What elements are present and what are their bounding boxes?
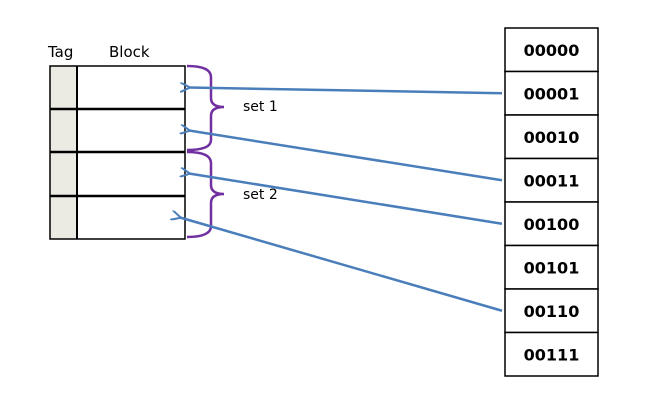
memory-cell: 00010	[504, 114, 599, 160]
set-2-label: set 2	[243, 187, 278, 203]
mapping-arrow	[189, 174, 503, 225]
memory-cell: 00110	[504, 288, 599, 334]
memory-address-label: 00100	[524, 215, 580, 234]
memory-cell: 00100	[504, 201, 599, 247]
set-1-brace	[186, 64, 225, 152]
memory-cell-box	[504, 288, 599, 334]
memory-address-label: 00011	[524, 171, 580, 190]
memory-address-label: 00111	[524, 345, 580, 364]
tag-header: Tag	[47, 43, 73, 61]
memory-cell-box	[504, 201, 599, 247]
memory-cell-box	[504, 157, 599, 203]
memory-cell-box	[504, 244, 599, 290]
memory-cell: 00111	[504, 331, 599, 377]
memory-address-label: 00110	[524, 302, 580, 321]
mapping-arrow	[189, 88, 503, 95]
memory-address-label: 00001	[524, 84, 580, 103]
memory-address-label: 00101	[524, 258, 580, 277]
memory-table: 00000 00001 00010 00011 00100 00101 00110 00111	[504, 27, 599, 377]
memory-cell: 00101	[504, 244, 599, 290]
mapping-arrow	[189, 131, 503, 182]
memory-address-label: 00010	[524, 128, 580, 147]
memory-cell: 00000	[504, 27, 599, 73]
mapping-arrows	[180, 88, 503, 312]
set-2-brace	[186, 150, 225, 239]
memory-cell-box	[504, 331, 599, 377]
memory-cell-box	[504, 114, 599, 160]
set-1-label: set 1	[243, 99, 278, 115]
mapping-arrow	[180, 218, 503, 312]
memory-cell: 00001	[504, 70, 599, 116]
memory-address-label: 00000	[524, 41, 580, 60]
block-header: Block	[109, 43, 150, 61]
memory-cell: 00011	[504, 157, 599, 203]
cache-table	[49, 65, 186, 240]
memory-cell-box	[504, 70, 599, 116]
